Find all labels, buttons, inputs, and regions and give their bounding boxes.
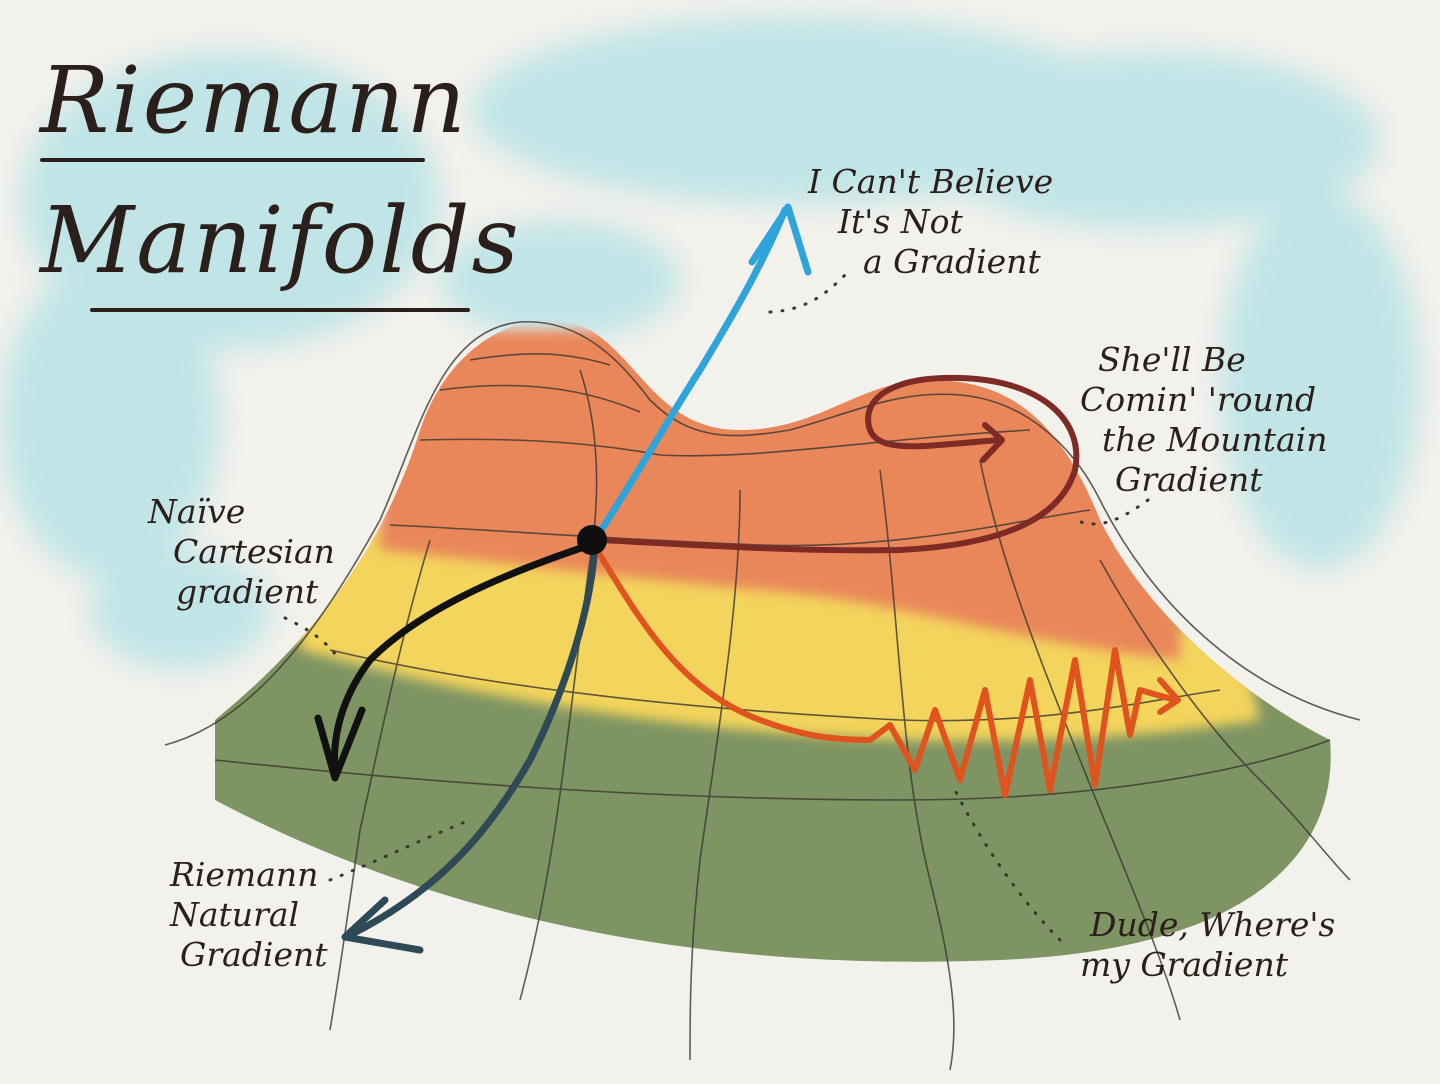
naive-arrow-head xyxy=(314,706,366,782)
annotation-line: Gradient xyxy=(1115,460,1263,499)
title-underline-2 xyxy=(90,308,470,312)
annotation-line: She'll Be xyxy=(1098,340,1246,379)
annotation-line: Gradient xyxy=(180,935,328,974)
blue-gradient-arrow xyxy=(591,206,789,544)
circling-gradient-arrow xyxy=(597,374,1080,554)
title-line-1: Riemann xyxy=(40,47,468,154)
blue-arrow-head xyxy=(748,203,812,276)
annotation-line: Comin' 'round xyxy=(1080,380,1317,419)
riemann-gradient-arrow xyxy=(346,541,599,939)
annotation-line: I Can't Believe xyxy=(808,162,1054,201)
annotation-line: a Gradient xyxy=(863,242,1041,281)
leader-lines xyxy=(283,270,1150,942)
annotation-line: It's Not xyxy=(838,202,963,241)
annotation-line: gradient xyxy=(176,572,319,611)
sky-clouds xyxy=(0,15,1420,670)
riemann-arrow-head xyxy=(341,896,424,954)
annotation-line: the Mountain xyxy=(1102,420,1328,459)
annotation-line: Riemann xyxy=(170,855,319,894)
annotation-line: Dude, Where's xyxy=(1090,905,1336,944)
title-underline-1 xyxy=(40,158,425,162)
annotation-cant-believe: I Can't Believe It's Not a Gradient xyxy=(808,162,1053,282)
annotation-riemann-natural: Riemann Natural Gradient xyxy=(170,855,328,975)
annotation-line: Natural xyxy=(170,895,300,934)
annotation-shell-be: She'll Be Comin' 'round the Mountain Gra… xyxy=(1080,340,1327,500)
naive-gradient-arrow xyxy=(330,541,594,779)
circling-arrow-head xyxy=(980,422,1005,463)
annotation-naive: Naïve Cartesian gradient xyxy=(148,492,335,612)
annotation-line: Naïve xyxy=(148,492,246,531)
annotation-line: my Gradient xyxy=(1080,945,1288,984)
surface-grid xyxy=(164,321,1361,1071)
title-line-2: Manifolds xyxy=(40,187,521,294)
oscillating-gradient-arrow xyxy=(597,552,1178,798)
peak-region xyxy=(380,330,1180,660)
yellow-band xyxy=(300,520,1260,741)
origin-point xyxy=(577,525,607,555)
oscillating-arrow-head xyxy=(1157,677,1181,715)
annotation-dude: Dude, Where's my Gradient xyxy=(1080,905,1335,985)
annotation-line: Cartesian xyxy=(173,532,335,571)
